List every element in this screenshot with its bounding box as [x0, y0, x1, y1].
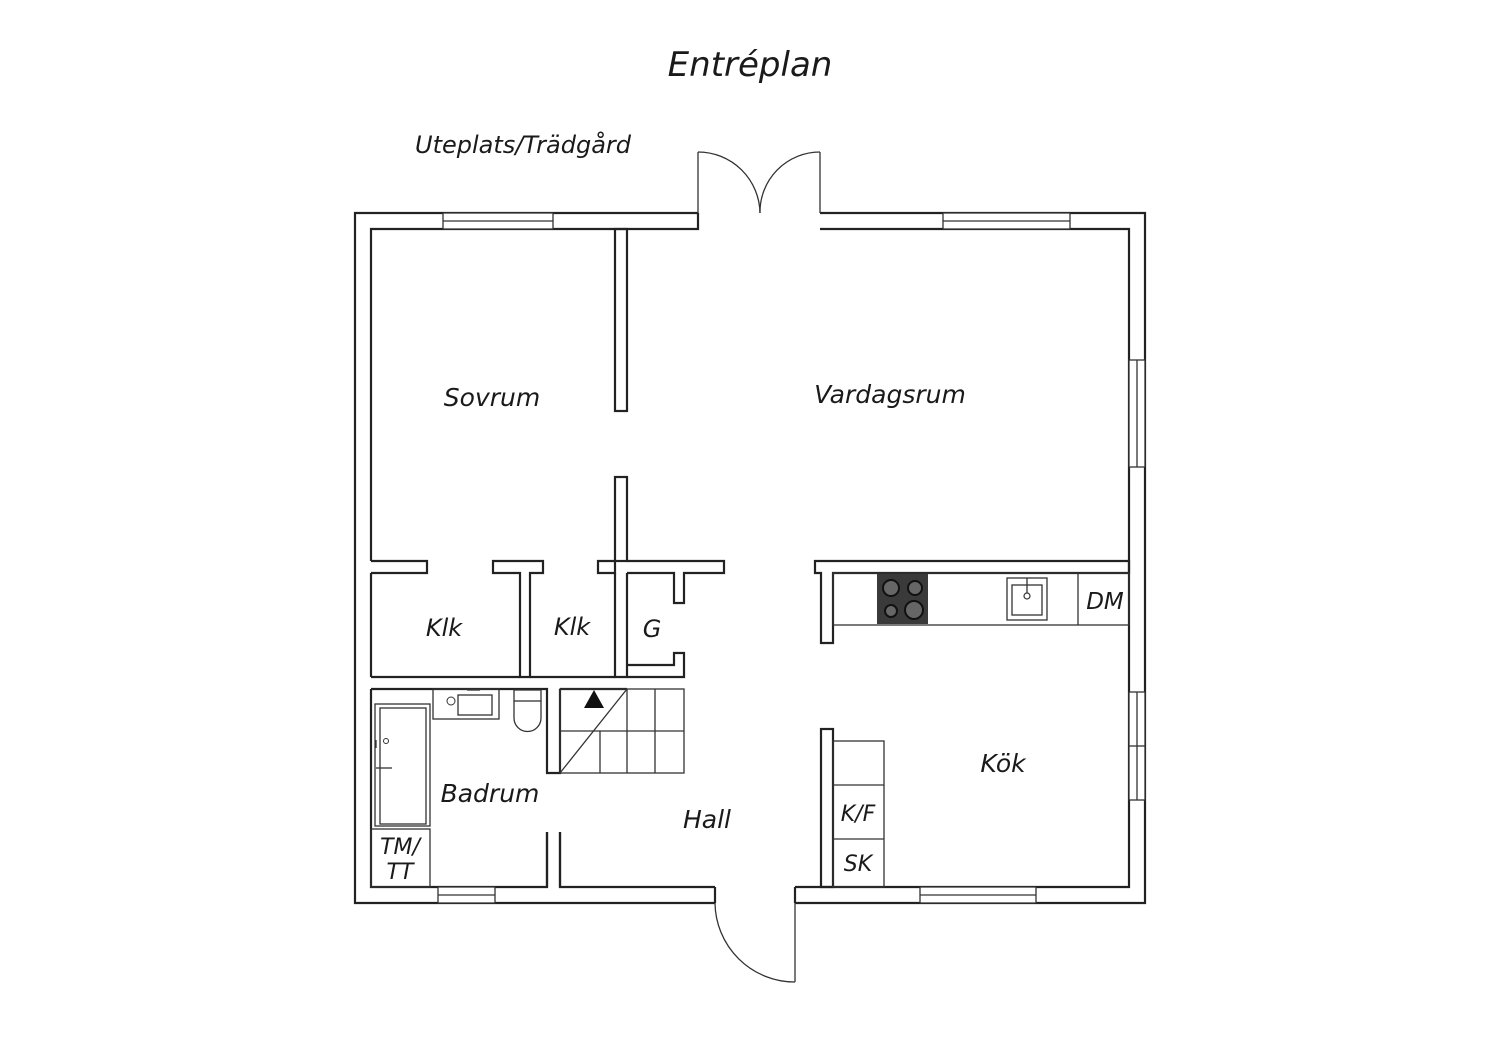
- outside-label: Uteplats/Trädgård: [415, 130, 632, 159]
- kitchen-counter: [832, 572, 1130, 626]
- kitchen-sink-icon: [1006, 577, 1048, 621]
- room-label-klk-1: Klk: [426, 614, 463, 642]
- room-label-hall: Hall: [683, 805, 731, 834]
- room-label-tt: TT: [387, 860, 415, 885]
- windows: [437, 212, 1146, 904]
- room-label-sovrum: Sovrum: [444, 383, 540, 412]
- plan-title: Entréplan: [668, 45, 833, 85]
- room-label-tm: TM/: [380, 835, 422, 860]
- bathtub-icon: [374, 703, 431, 827]
- room-label-badrum: Badrum: [441, 779, 540, 808]
- washer-dryer-column: [370, 828, 431, 888]
- stove-icon: [877, 574, 928, 624]
- toilet-icon: [513, 689, 542, 733]
- room-label-kok: Kök: [980, 749, 1027, 778]
- washbasin-icon: [432, 688, 500, 720]
- room-label-klk-2: Klk: [554, 613, 591, 641]
- room-label-sk: SK: [844, 852, 874, 877]
- stairs-icon: [559, 688, 685, 774]
- room-label-vardagsrum: Vardagsrum: [814, 380, 966, 409]
- doors: [697, 151, 821, 983]
- room-label-kf: K/F: [841, 802, 876, 827]
- room-label-dm: DM: [1086, 589, 1124, 615]
- fridge-cabinet: [832, 740, 885, 888]
- room-label-g: G: [643, 615, 662, 643]
